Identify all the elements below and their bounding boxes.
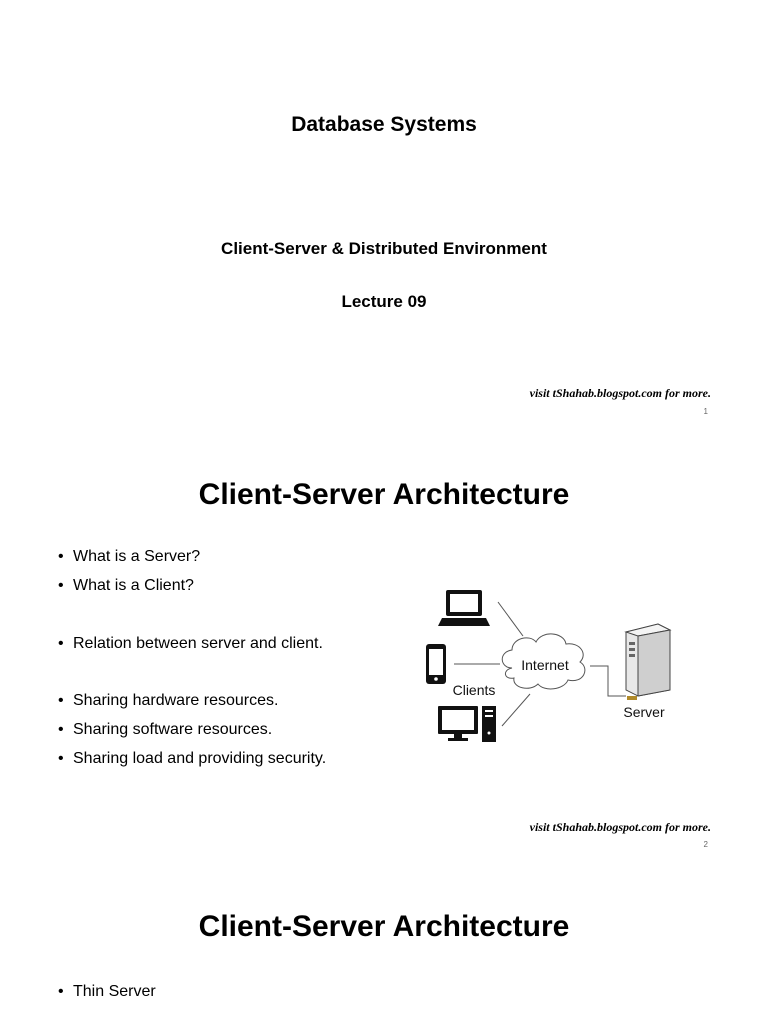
client-server-diagram: Internet Clients Server — [418, 584, 678, 744]
lecture-number: Lecture 09 — [341, 292, 427, 311]
bullet-text: Relation between server and client. — [73, 635, 323, 652]
server-connector-line — [590, 665, 626, 697]
smartphone-icon — [426, 644, 446, 684]
internet-label: Internet — [521, 657, 569, 673]
list-item: • Sharing load and providing security. — [58, 750, 326, 768]
list-item: • Thin Server — [58, 983, 156, 1001]
cloud-icon — [501, 633, 586, 690]
clients-label: Clients — [453, 682, 496, 698]
diagram-svg: Internet Clients Server — [426, 590, 672, 742]
laptop-icon — [438, 590, 490, 626]
slide-heading: Client-Server Architecture — [198, 910, 570, 943]
credit-footer: visit tShahab.blogspot.com for more. — [529, 820, 711, 834]
page-number: 2 — [703, 840, 708, 849]
bullet-icon: • — [58, 750, 64, 767]
bullet-text: What is a Client? — [73, 577, 194, 594]
credit-footer: visit tShahab.blogspot.com for more. — [529, 386, 711, 400]
bullet-icon: • — [58, 548, 64, 565]
bullet-icon: • — [58, 983, 64, 1000]
bullet-icon: • — [58, 577, 64, 594]
desktop-computer-icon — [438, 706, 496, 742]
bullet-text: Thin Server — [73, 983, 156, 1000]
list-item: • Relation between server and client. — [58, 635, 323, 653]
lecture-subtitle: Client-Server & Distributed Environment — [221, 239, 547, 258]
connector-lines — [454, 601, 626, 727]
laptop-connector-line — [497, 601, 524, 637]
slide-1: Database Systems Client-Server & Distrib… — [0, 0, 768, 434]
server-label: Server — [623, 704, 665, 720]
bullet-text: What is a Server? — [73, 548, 201, 565]
bullet-icon: • — [58, 635, 64, 652]
list-item: • Sharing hardware resources. — [58, 692, 278, 710]
slide-2: Client-Server Architecture • What is a Se… — [0, 434, 768, 867]
bullet-text: Sharing hardware resources. — [73, 692, 279, 709]
slide-3: Client-Server Architecture • Thin Server — [0, 867, 768, 1024]
page-number: 1 — [703, 407, 708, 416]
bullet-text: Sharing software resources. — [73, 721, 273, 738]
deck-title: Database Systems — [291, 113, 477, 136]
list-item: • Sharing software resources. — [58, 721, 272, 739]
bullet-icon: • — [58, 692, 64, 709]
server-tower-icon — [624, 623, 672, 700]
bullet-text: Sharing load and providing security. — [73, 750, 327, 767]
list-item: • What is a Client? — [58, 577, 194, 595]
slide-heading: Client-Server Architecture — [198, 478, 570, 511]
bullet-icon: • — [58, 721, 64, 738]
list-item: • What is a Server? — [58, 548, 200, 566]
desktop-connector-line — [501, 693, 531, 727]
